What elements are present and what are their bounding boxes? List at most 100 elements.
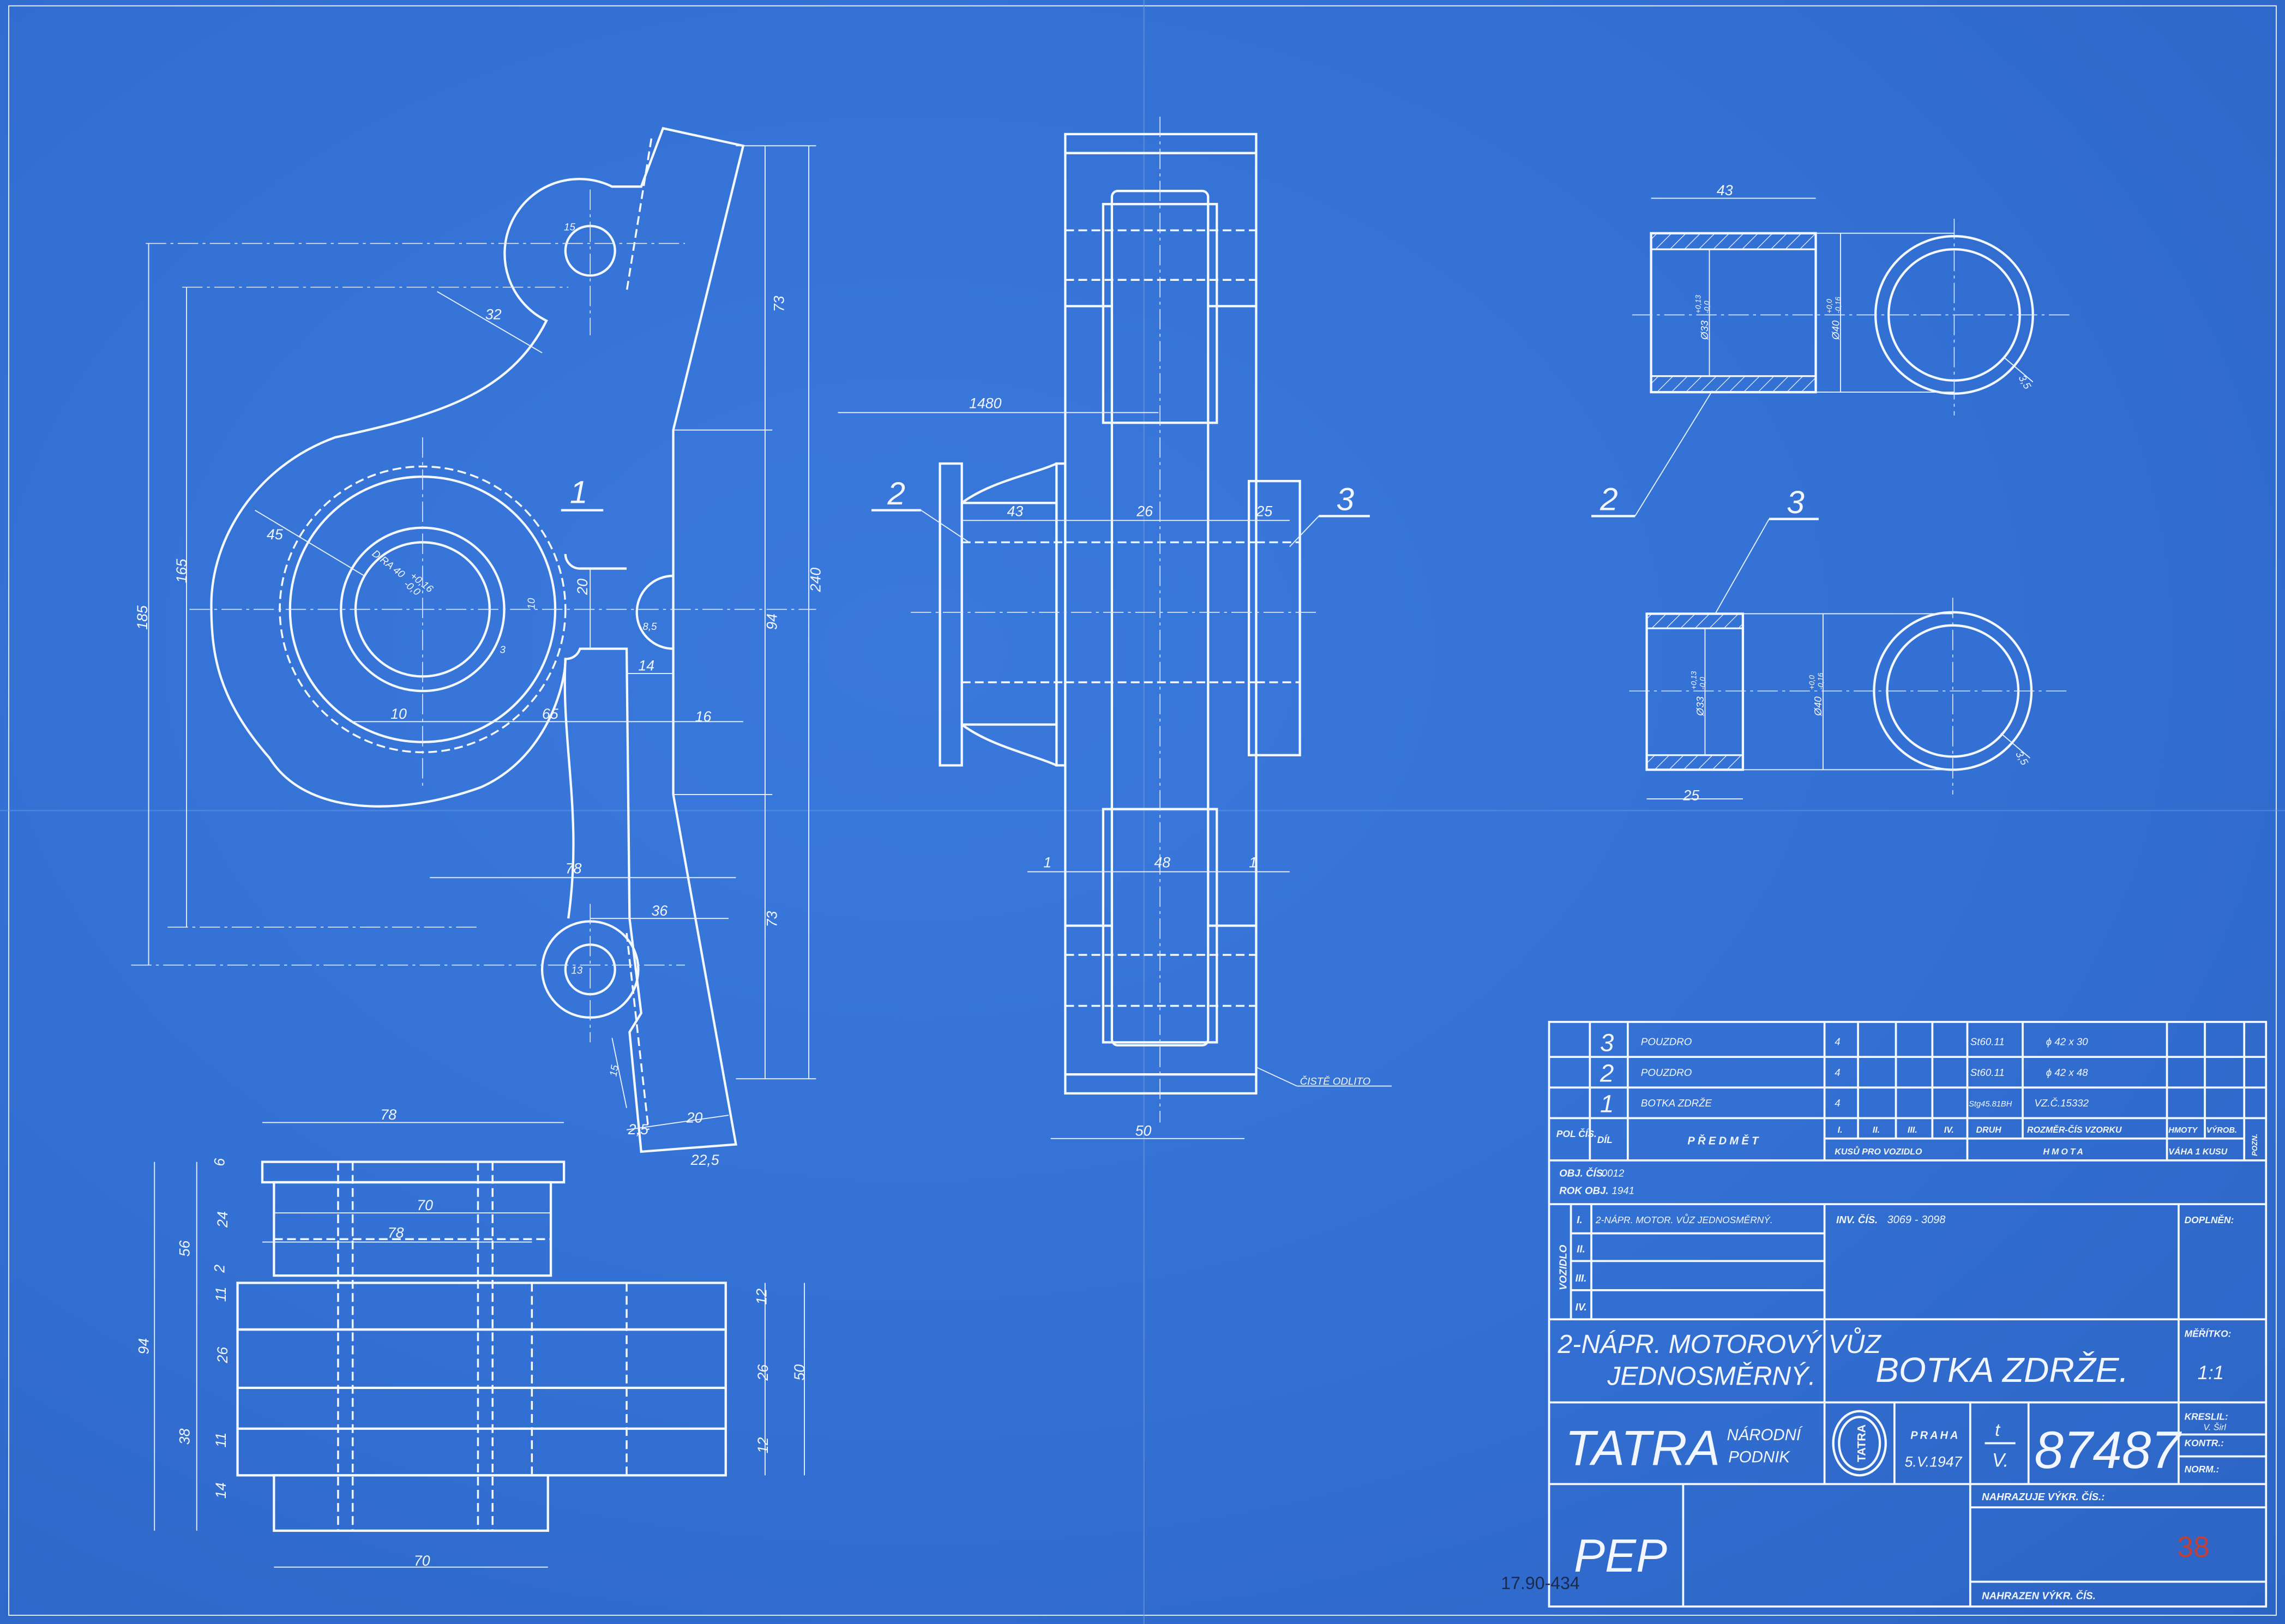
bushing3-label: 3 <box>1787 485 1805 520</box>
format-top: t <box>1995 1420 2001 1440</box>
bushing2-label: 2 <box>1600 482 1618 518</box>
vehicle-row-num: II. <box>1577 1243 1585 1254</box>
checked-label: KONTR.: <box>2185 1437 2224 1448</box>
scale-value: 1:1 <box>2198 1363 2224 1384</box>
row-pos: 3 <box>1600 1028 1614 1056</box>
dim-6: 6 <box>212 1158 228 1166</box>
bushing2-outer-tol-lower: -0,16 <box>1834 297 1842 314</box>
dim-12-top: 12 <box>754 1289 770 1305</box>
row-material: St60.11 <box>1970 1067 2005 1078</box>
dim-78: 78 <box>566 860 582 876</box>
replaces-label: NAHRAZUJE VÝKR. ČÍS.: <box>1982 1491 2104 1502</box>
scale-label: MĚŘÍTKO: <box>2185 1328 2232 1339</box>
part1-bottom-view: 78 70 78 70 6 24 56 2 11 26 94 38 11 14 … <box>136 1106 808 1569</box>
supplement-label: DOPLNĚN: <box>2185 1214 2234 1225</box>
bushing3-inner-dia: Ø33 <box>1694 696 1706 717</box>
archive-number-stamp: 17.90-434 <box>1501 1573 1579 1593</box>
row-qty: 4 <box>1835 1036 1840 1048</box>
dim-26-right: 26 <box>755 1364 771 1381</box>
city: PRAHA <box>1910 1429 1960 1441</box>
dim-22-5: 22,5 <box>690 1152 719 1168</box>
bushing3-length: 25 <box>1682 787 1699 804</box>
bushing2-inner-dia: Ø33 <box>1699 320 1710 340</box>
part-label-2: 2 <box>887 476 905 512</box>
bushing-part2: 43 Ø33 +0,13 -0,0 Ø40 +0,0 -0,16 3,5 2 <box>1591 182 2070 518</box>
parts-row-1: 1 BOTKA ZDRŽE 4 Stg45.81BH VZ.Č.15332 <box>1600 1090 2089 1118</box>
part-label-1: 1 <box>570 474 588 510</box>
dim-11-top: 11 <box>213 1286 229 1302</box>
header-size: ROZMĚR-ČÍS VZORKU <box>2027 1124 2122 1135</box>
parts-list-header: POL ČÍS. DÍL PŘEDMĚT I. II. III. IV. KUS… <box>1556 1124 2259 1157</box>
dim-48: 48 <box>1154 855 1170 871</box>
row-name: POUZDRO <box>1641 1036 1692 1048</box>
dim-94: 94 <box>763 613 780 630</box>
dim-11-bottom: 11 <box>213 1433 229 1448</box>
dim-25: 25 <box>1255 503 1272 519</box>
dim-26: 26 <box>1136 503 1153 519</box>
row-name: POUZDRO <box>1641 1067 1692 1078</box>
drawn-by-label: KRESLIL: <box>2185 1411 2228 1422</box>
vehicle-title-line1: 2-NÁPR. MOTOROVÝ VŮZ <box>1558 1327 1882 1359</box>
inventory-numbers: 3069 - 3098 <box>1887 1214 1946 1226</box>
dim-45: 45 <box>267 526 283 543</box>
row-pos: 1 <box>1600 1090 1614 1118</box>
dim-13: 13 <box>572 965 583 976</box>
dim-1-left: 1 <box>1043 855 1051 871</box>
row-qty: 4 <box>1835 1067 1840 1078</box>
dim-24: 24 <box>214 1211 231 1228</box>
dim-65: 65 <box>542 706 558 722</box>
bushing-part3: 25 Ø33 +0,13 -0,0 Ø40 +0,0 -0,16 3,5 3 <box>1629 485 2067 804</box>
header-rough: HMOTY <box>2168 1126 2198 1135</box>
dim-20-foot: 20 <box>686 1109 703 1126</box>
parts-list: 3 POUZDRO 4 St60.11 ϕ 42 x 30 2 POUZDRO … <box>1549 1021 2266 1162</box>
vehicle-title-line2: JEDNOSMĚRNÝ. <box>1607 1362 1815 1391</box>
company-sub2: PODNIK <box>1728 1448 1790 1466</box>
bushing3-wall: 3,5 <box>2013 749 2030 768</box>
row-name: BOTKA ZDRŽE <box>1641 1097 1712 1109</box>
red-handwritten-number: 38 <box>2177 1531 2209 1563</box>
row-pos: 2 <box>1600 1060 1614 1087</box>
header-v4: IV. <box>1944 1125 1954 1135</box>
dim-185: 185 <box>134 605 151 630</box>
dim-10: 10 <box>390 706 407 722</box>
bushing2-length: 43 <box>1717 182 1733 199</box>
dim-1480: 1480 <box>969 395 1002 412</box>
dim-1-right: 1 <box>1249 855 1257 871</box>
drawn-by: V. Širl <box>2203 1422 2226 1432</box>
vehicle-row-name: 2-NÁPR. MOTOR. VŮZ JEDNOSMĚRNÝ. <box>1595 1214 1773 1225</box>
bushing3-inner-tol-lower: -0,0 <box>1698 677 1706 690</box>
replaced-by-label: NAHRAZEN VÝKR. ČÍS. <box>1982 1590 2096 1602</box>
dim-15-lug: 15 <box>564 221 575 232</box>
dim-50: 50 <box>1135 1122 1152 1139</box>
date: 5.V.1947 <box>1905 1453 1963 1470</box>
header-part: DÍL <box>1597 1134 1613 1145</box>
header-pos: POL ČÍS. <box>1556 1128 1597 1139</box>
order-year: 1941 <box>1611 1184 1634 1196</box>
norm-label: NORM.: <box>2185 1464 2220 1475</box>
header-product: VÝROB. <box>2206 1126 2237 1135</box>
bushing3-outer-tol-upper: +0,0 <box>1808 675 1816 689</box>
dim-2-5: 2,5 <box>628 1121 648 1138</box>
dim-50-bottom: 50 <box>791 1364 808 1381</box>
dim-10-keyway: 10 <box>526 598 537 609</box>
vehicle-row-num: I. <box>1577 1214 1582 1225</box>
dim-12-bottom: 12 <box>755 1437 771 1453</box>
title-block: 3 POUZDRO 4 St60.11 ϕ 42 x 30 2 POUZDRO … <box>1548 1021 2268 1608</box>
sheet-border <box>8 5 2277 1616</box>
part-label-3: 3 <box>1336 482 1354 518</box>
header-material: HMOTA <box>2043 1147 2085 1157</box>
dim-70-bottom: 70 <box>414 1553 430 1569</box>
header-weight: VÁHA 1 KUSU <box>2168 1146 2227 1157</box>
company-name: TATRA <box>1565 1421 1720 1476</box>
assembly-front-view: 1480 43 26 25 1 48 1 50 ČISTĚ ODLITO 2 3 <box>838 116 1392 1139</box>
bushing2-outer-tol-upper: +0,0 <box>1825 299 1833 314</box>
order-info: OBJ. ČÍS. 0012 ROK OBJ. 1941 <box>1549 1167 2266 1205</box>
dim-14-bottom: 14 <box>213 1482 229 1499</box>
header-note: POZN. <box>2251 1134 2259 1156</box>
header-kind: DRUH <box>1976 1125 2001 1135</box>
dim-8-5: 8,5 <box>642 621 657 632</box>
parts-row-2: 2 POUZDRO 4 St60.11 ϕ 42 x 48 <box>1600 1060 2088 1087</box>
row-size: VZ.Č.15332 <box>2034 1097 2089 1109</box>
dim-3: 3 <box>500 644 506 655</box>
